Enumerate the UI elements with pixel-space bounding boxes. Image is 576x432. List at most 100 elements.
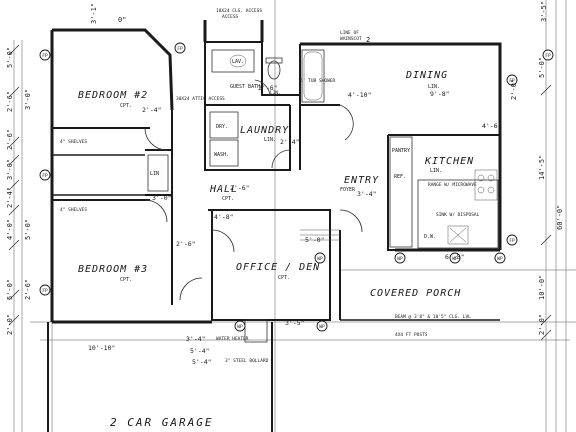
svg-text:5'-0": 5'-0" [6, 47, 14, 68]
svg-text:FP: FP [545, 53, 551, 59]
entry-label: ENTRY [344, 175, 379, 186]
guest-bath-label: GUEST BATH [230, 84, 260, 90]
laundry-label: LAUNDRY [240, 125, 289, 136]
svg-text:4'-10": 4'-10" [348, 91, 371, 99]
wainscot-number: 2 [366, 36, 370, 44]
svg-text:4'-6": 4'-6" [482, 122, 502, 130]
office-label: OFFICE / DEN [236, 262, 320, 273]
svg-text:2'-6": 2'-6" [24, 279, 32, 300]
svg-text:2'-4": 2'-4" [280, 138, 300, 146]
svg-text:60'-0": 60'-0" [556, 205, 564, 230]
svg-text:2'-6": 2'-6" [258, 84, 278, 92]
fixture-labels: 18X24 CLG. ACCESS ACCESS LINE OF WAINSCO… [60, 8, 480, 364]
svg-text:2'-0": 2'-0" [538, 314, 546, 335]
svg-text:3'-4": 3'-4" [357, 190, 377, 198]
svg-text:2'-4": 2'-4" [6, 187, 14, 208]
dishwasher-label: D.W. [424, 234, 436, 240]
svg-text:2'-6": 2'-6" [6, 129, 14, 150]
interior-dimensions: 4'-10" 9'-8" 5'-4" 3'-4" 10'-10" 5'-4" 2… [88, 84, 502, 366]
svg-text:5'-0": 5'-0" [538, 57, 546, 78]
post-note: 4X4 FT POSTS [395, 332, 428, 338]
entry-note: FOYER [340, 187, 356, 193]
svg-text:3'-5": 3'-5" [285, 319, 305, 327]
room-labels: BEDROOM #2 CPT. BEDROOM #3 CPT. DINING L… [78, 70, 474, 429]
top-dimensions: 3'-1" 0" [90, 3, 126, 24]
pantry-label: PANTRY [392, 148, 410, 154]
water-heater-label: WATER HEATER [216, 336, 249, 342]
kitchen-label: KITCHEN [424, 156, 474, 167]
svg-text:WP: WP [397, 256, 403, 262]
svg-text:3'-1": 3'-1" [90, 3, 98, 24]
svg-text:WP: WP [497, 256, 503, 262]
svg-text:5'-0": 5'-0" [6, 279, 14, 300]
svg-text:FP: FP [42, 173, 48, 179]
kitchen-note: LIN. [430, 168, 442, 174]
porch-note: BEAM @ 3'8" & 10'5" CLG. LVL [395, 314, 471, 320]
svg-text:FP: FP [42, 53, 48, 59]
left-dimensions: 5'-0" 2'-6" 2'-6" 3'-0" 2'-4" 4'-0" 5'-0… [6, 47, 32, 335]
svg-text:5'-4": 5'-4" [192, 358, 212, 366]
shelves-note-1: 4" SHELVES [60, 139, 87, 145]
bedroom-2-note: CPT. [120, 103, 132, 109]
porch-label: COVERED PORCH [370, 288, 461, 299]
svg-text:6'-5": 6'-5" [445, 253, 465, 261]
svg-text:2'-0": 2'-0" [6, 314, 14, 335]
door-swings [144, 79, 363, 301]
svg-text:2'-6": 2'-6" [176, 240, 196, 248]
marker-labels: FP FP FP FP FP FP WP WP WP WP FP WP WP [42, 46, 551, 330]
svg-text:3'-5": 3'-5" [540, 1, 548, 22]
svg-text:2'-0": 2'-0" [510, 79, 518, 100]
tub-shower-note: 5' TUB SHOWER [300, 78, 336, 84]
bollard-note: 3" STEEL BOLLARD [225, 358, 269, 364]
laundry-note: LIN. [264, 137, 276, 143]
bedroom-3-label: BEDROOM #3 [78, 264, 148, 275]
interior-walls [52, 41, 500, 321]
svg-text:2'-6": 2'-6" [230, 184, 250, 192]
lin-label: LIN [150, 171, 159, 177]
hall-note: CPT. [222, 196, 234, 202]
svg-text:5'-4": 5'-4" [190, 347, 210, 355]
dining-label: DINING [405, 70, 448, 81]
bedroom-2-label: BEDROOM #2 [78, 90, 148, 101]
attic-access-note: 30X24 ATTIC ACCESS [176, 96, 225, 102]
guest-bath-note: LIN. [270, 90, 281, 96]
garage-label: 2 CAR GARAGE [110, 416, 213, 429]
svg-text:5'-0": 5'-0" [305, 236, 325, 244]
dryer-label: DRY. [216, 124, 228, 130]
svg-text:3'-0": 3'-0" [6, 159, 14, 180]
svg-text:3'-0": 3'-0" [152, 194, 172, 202]
dimension-lines [8, 0, 576, 432]
lav-label: LAV. [232, 59, 244, 65]
svg-text:WP: WP [317, 256, 323, 262]
svg-text:WP: WP [237, 324, 243, 330]
hall-label: HALL [209, 184, 238, 195]
ceiling-access-note: 18X24 CLG. ACCESS [216, 8, 262, 14]
dining-note: LIN. [428, 84, 440, 90]
bedroom-3-note: CPT. [120, 277, 132, 283]
svg-text:FP: FP [42, 288, 48, 294]
svg-text:FP: FP [177, 46, 183, 52]
office-note: CPT. [278, 275, 290, 281]
svg-text:2'-4": 2'-4" [142, 106, 162, 114]
svg-text:9'-8": 9'-8" [430, 90, 450, 98]
svg-text:FP: FP [509, 238, 515, 244]
svg-text:10'-10": 10'-10" [88, 344, 115, 352]
shelves-note-2: 4" SHELVES [60, 207, 87, 213]
svg-text:4'-8": 4'-8" [214, 213, 234, 221]
svg-text:10'-0": 10'-0" [538, 275, 546, 300]
svg-text:5'-0": 5'-0" [24, 219, 32, 240]
washer-label: WASH. [214, 152, 229, 158]
svg-text:0": 0" [118, 16, 126, 24]
right-dimensions: 14'-5" 60'-0" 10'-0" 2'-0" 2'-0" 5'-0" 3… [510, 1, 564, 335]
svg-text:3'-4": 3'-4" [186, 335, 206, 343]
range-label: RANGE W/ MICROWAVE [428, 182, 477, 188]
grid-markers [39, 42, 554, 332]
svg-text:FP: FP [509, 78, 515, 84]
refrigerator-label: REF. [394, 174, 406, 180]
svg-text:WP: WP [452, 256, 458, 262]
wainscot-note-2: WAINSCOT [340, 36, 362, 42]
svg-text:3'-0": 3'-0" [24, 89, 32, 110]
wainscot-note: LINE OF [340, 30, 359, 36]
svg-text:14'-5": 14'-5" [538, 155, 546, 180]
